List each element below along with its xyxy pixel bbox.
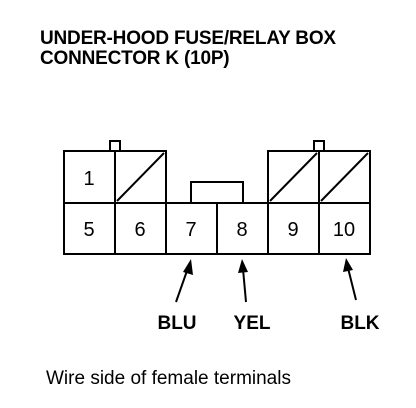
arrow-terminal-8	[238, 259, 248, 303]
diagram-caption: Wire side of female terminals	[46, 368, 291, 389]
wire-color-blk: BLK	[340, 313, 379, 334]
wire-color-blu: BLU	[157, 313, 196, 334]
diagram-title-line-2: CONNECTOR K (10P)	[40, 48, 230, 69]
empty-cavity-mark	[269, 152, 318, 202]
locking-tab	[190, 181, 244, 204]
terminal-8-label: 8	[236, 219, 247, 241]
terminal-10-label: 10	[333, 219, 355, 241]
terminal-7-label: 7	[185, 219, 196, 241]
arrow-terminal-7	[175, 259, 193, 303]
terminal-1-label: 1	[83, 168, 94, 190]
diagram-title-line-1: UNDER-HOOD FUSE/RELAY BOX	[40, 28, 336, 49]
terminal-9-label: 9	[287, 219, 298, 241]
terminal-5-label: 5	[83, 219, 94, 241]
terminal-6-label: 6	[134, 219, 145, 241]
arrow-terminal-10	[343, 258, 357, 301]
empty-cavity-mark	[320, 152, 369, 202]
empty-cavity-mark	[116, 152, 165, 202]
key-tab-left	[109, 140, 121, 152]
key-tab-right	[313, 140, 325, 152]
wire-color-yel: YEL	[234, 313, 271, 334]
